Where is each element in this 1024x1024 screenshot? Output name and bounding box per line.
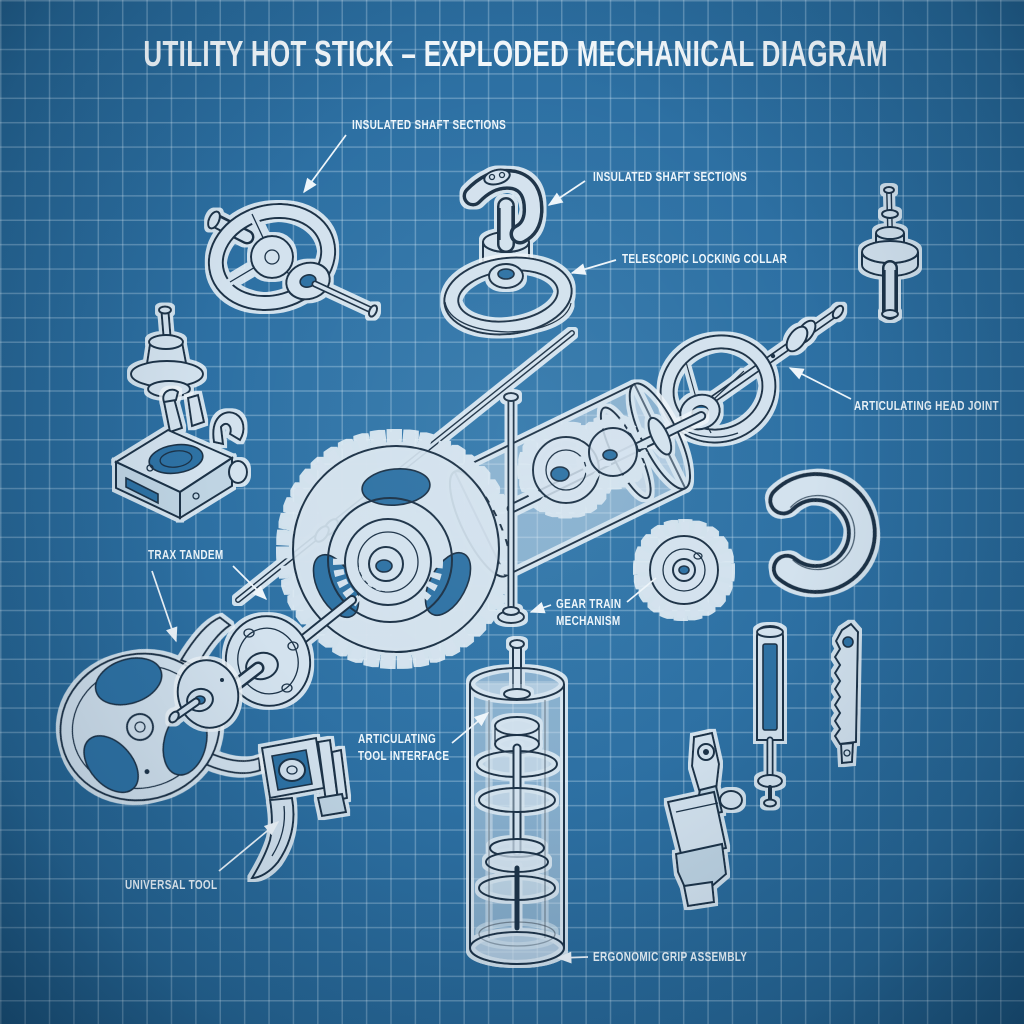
label-line: TOOL INTERFACE — [358, 749, 450, 763]
label-telescopic-locking-collar: TELESCOPIC LOCKING COLLAR — [622, 252, 788, 266]
saw-blade-part — [833, 622, 860, 765]
piston-cylinder-part — [756, 624, 784, 808]
spur-gear-part — [636, 522, 732, 618]
label-gear-train-mechanism: GEAR TRAIN MECHANISM — [556, 596, 621, 630]
c-hook-part — [768, 472, 877, 594]
idler-disc-part — [168, 659, 240, 729]
leader-telescopic-locking-collar — [570, 259, 617, 275]
leader-articulating-head-joint — [788, 367, 852, 400]
leader-gear-train-left — [529, 601, 552, 614]
leader-ergonomic-grip — [556, 951, 589, 964]
ratchet-handle-part — [666, 731, 743, 908]
label-insulated-shaft-sections-b: INSULATED SHAFT SECTIONS — [593, 170, 748, 184]
trigger-tool-part — [250, 736, 349, 880]
leader-tool-interface — [451, 712, 490, 744]
clamp-head-part — [462, 168, 544, 272]
label-ergonomic-grip-assembly: ERGONOMIC GRIP ASSEMBLY — [593, 950, 748, 964]
spacer-spool-part — [130, 305, 204, 398]
gear-train-assembly — [224, 330, 707, 707]
leader-trax-tandem-right — [232, 565, 268, 601]
label-articulating-head-joint: ARTICULATING HEAD JOINT — [854, 399, 999, 413]
leader-insulated-shaft-sections-b — [547, 180, 586, 206]
leader-gear-train-right — [626, 577, 657, 603]
leader-universal-tool — [218, 821, 280, 872]
label-trax-tandem: TRAX TANDEM — [148, 548, 224, 562]
leader-insulated-shaft-sections-a — [303, 134, 347, 194]
leader-trax-tandem-left — [151, 570, 178, 643]
label-insulated-shaft-sections-a: INSULATED SHAFT SECTIONS — [352, 118, 507, 132]
handwheel-spindle-part — [207, 202, 379, 318]
diagram-title: UTILITY HOT STICK – EXPLODED MECHANICAL … — [143, 33, 888, 74]
grip-cylinder-part — [469, 639, 565, 965]
end-fitting-spool-part — [861, 186, 919, 320]
label-line: MECHANISM — [556, 614, 621, 628]
label-line: ARTICULATING — [358, 732, 437, 746]
label-universal-tool: UNIVERSAL TOOL — [125, 878, 218, 892]
label-articulating-tool-interface: ARTICULATING TOOL INTERFACE — [358, 731, 449, 765]
locking-collar-ring-part — [443, 256, 573, 336]
fork-bracket-part — [113, 388, 248, 520]
label-line: GEAR TRAIN — [556, 597, 622, 611]
